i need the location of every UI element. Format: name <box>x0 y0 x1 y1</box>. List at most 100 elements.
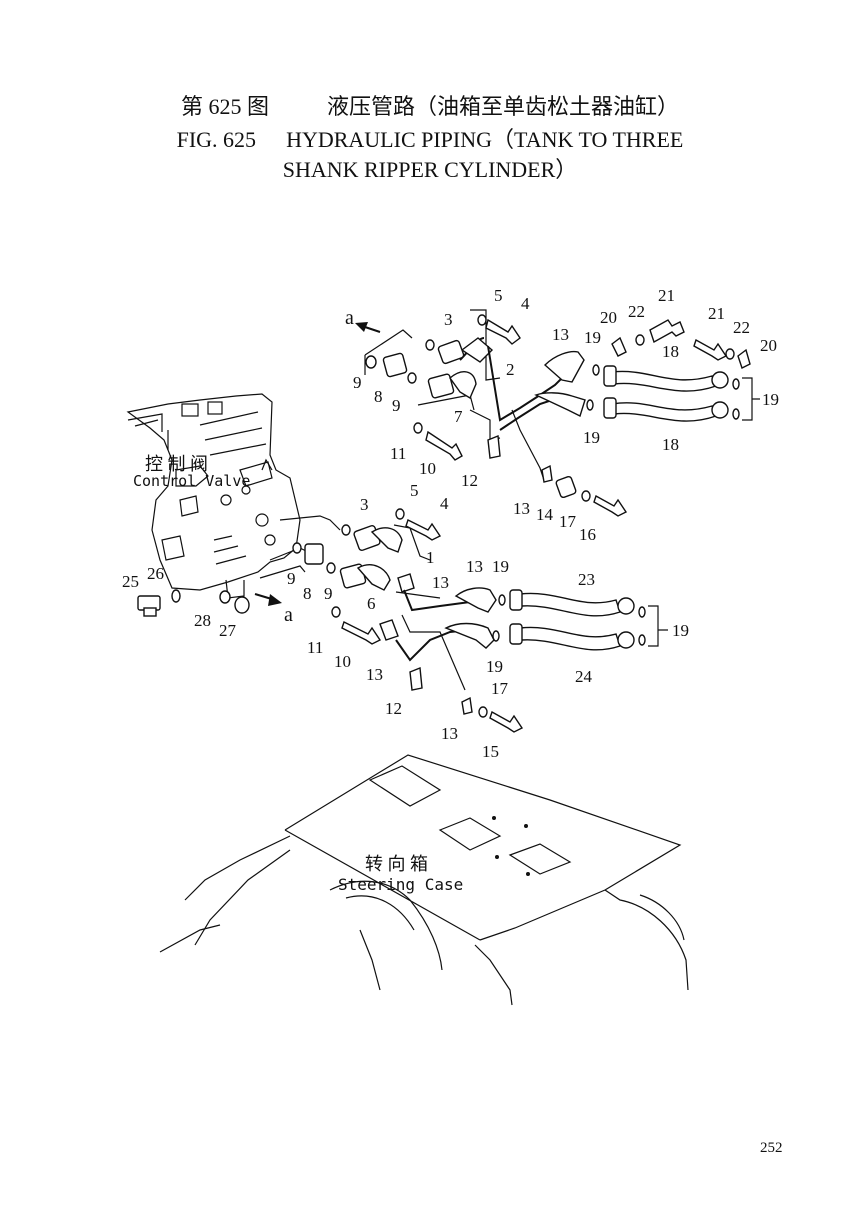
o-ring-26 <box>171 589 181 603</box>
steering-case-label-cn: 转 向 箱 <box>365 854 428 874</box>
callout-25: 25 <box>122 572 139 591</box>
callout-18: 18 <box>662 342 679 361</box>
callout-5: 5 <box>494 286 503 305</box>
callout-19e: 19 <box>672 621 689 640</box>
pipe-1 <box>370 527 403 553</box>
callout-27: 27 <box>219 621 237 640</box>
page-number: 252 <box>760 1140 783 1156</box>
callout-3b: 3 <box>360 495 369 514</box>
elbow-13-upper <box>543 350 585 383</box>
callout-labels: 5 4 3 2 9 8 9 7 11 10 12 13 19 20 22 21 … <box>122 286 779 761</box>
split-flange-8-upper <box>382 352 408 378</box>
callout-12: 12 <box>461 471 478 490</box>
callout-19b: 19 <box>762 390 779 409</box>
callout-19f: 19 <box>486 657 503 676</box>
figure-title-en-line2: SHANK RIPPER CYLINDER） <box>0 157 860 183</box>
callout-17: 17 <box>559 512 577 531</box>
callout-4b: 4 <box>440 494 449 513</box>
bolt-15 <box>489 710 524 733</box>
figure-title-cn: 第 625 图 液压管路（油箱至单齿松土器油缸） <box>0 94 860 120</box>
hose-24 <box>519 626 621 651</box>
callout-15: 15 <box>482 742 499 761</box>
flange-3-lower <box>353 524 381 552</box>
callout-9: 9 <box>353 373 362 392</box>
callout-19d: 19 <box>492 557 509 576</box>
callout-2: 2 <box>506 360 515 379</box>
callout-12b: 12 <box>385 699 402 718</box>
clamp-13-bottom <box>461 696 473 715</box>
figure-number-cn: 第 625 图 <box>180 94 269 119</box>
split-flange-8-lower <box>304 543 324 565</box>
callout-18b: 18 <box>662 435 679 454</box>
callout-21: 21 <box>658 286 675 305</box>
spacer-14 <box>555 475 577 499</box>
view-a-upper: a <box>345 307 354 329</box>
callout-21b: 21 <box>708 304 725 323</box>
callout-10: 10 <box>419 459 436 478</box>
callout-3: 3 <box>444 310 453 329</box>
callout-11b: 11 <box>307 638 323 657</box>
title-en-line1: HYDRAULIC PIPING（TANK TO THREE <box>286 127 684 152</box>
callout-13f: 13 <box>441 724 458 743</box>
bolt-4-upper <box>485 318 521 345</box>
callout-5b: 5 <box>410 481 419 500</box>
callout-13: 13 <box>552 325 569 344</box>
callout-13e: 13 <box>366 665 383 684</box>
clamp-13-lower <box>397 573 415 593</box>
part-27 <box>234 596 250 614</box>
hose-18-lower <box>611 402 717 422</box>
control-valve-label-cn: 控 制 阀 <box>145 454 208 474</box>
callout-20: 20 <box>600 308 617 327</box>
callout-16: 16 <box>579 525 596 544</box>
callout-28: 28 <box>194 611 211 630</box>
callout-6: 6 <box>367 594 376 613</box>
callout-13b: 13 <box>513 499 530 518</box>
callout-13d: 13 <box>466 557 483 576</box>
callout-22: 22 <box>628 302 645 321</box>
callout-8b: 8 <box>303 584 312 603</box>
callout-13c: 13 <box>432 573 449 592</box>
figure-number-en: FIG. 625 <box>176 127 257 152</box>
control-valve-drawing <box>126 393 301 599</box>
callout-24: 24 <box>575 667 593 686</box>
callout-10b: 10 <box>334 652 351 671</box>
clamp-13-mid <box>379 619 399 641</box>
callout-9d: 9 <box>324 584 333 603</box>
callout-4: 4 <box>521 294 530 313</box>
bolt-21-left <box>649 319 685 344</box>
title-cn: 液压管路（油箱至单齿松土器油缸） <box>327 94 680 119</box>
hose-18-upper <box>611 370 717 392</box>
part-28 <box>219 590 231 604</box>
bolt-10-lower <box>341 621 382 645</box>
callout-26: 26 <box>147 564 164 583</box>
plug-25 <box>137 595 161 617</box>
clamp-13-upper <box>541 464 553 483</box>
callout-1: 1 <box>426 548 435 567</box>
clamp-12-upper <box>487 435 501 459</box>
callout-9c: 9 <box>287 569 296 588</box>
clamp-12-lower <box>409 667 423 691</box>
callout-7: 7 <box>454 407 463 426</box>
callout-17b: 17 <box>491 679 509 698</box>
callout-14: 14 <box>536 505 554 524</box>
callout-23: 23 <box>578 570 595 589</box>
bolt-16 <box>593 494 628 517</box>
bolt-21-right <box>693 338 728 361</box>
callout-9b: 9 <box>392 396 401 415</box>
steering-case-drawing <box>159 754 689 1006</box>
bolt-4-lower <box>405 519 442 541</box>
callout-22b: 22 <box>733 318 750 337</box>
callout-8: 8 <box>374 387 383 406</box>
hose-23 <box>519 592 621 617</box>
view-a-lower: a <box>284 604 293 626</box>
control-valve-label-en: Control Valve <box>133 472 250 490</box>
elbow-upper-lower <box>534 392 586 417</box>
elbow-13-lower <box>454 587 497 613</box>
callout-19: 19 <box>584 328 601 347</box>
callout-19c: 19 <box>583 428 600 447</box>
callout-20b: 20 <box>760 336 777 355</box>
figure-title-en: FIG. 625 HYDRAULIC PIPING（TANK TO THREE <box>0 127 860 153</box>
title-en-line2: SHANK RIPPER CYLINDER） <box>282 157 578 182</box>
bolt-10-upper <box>425 430 463 461</box>
